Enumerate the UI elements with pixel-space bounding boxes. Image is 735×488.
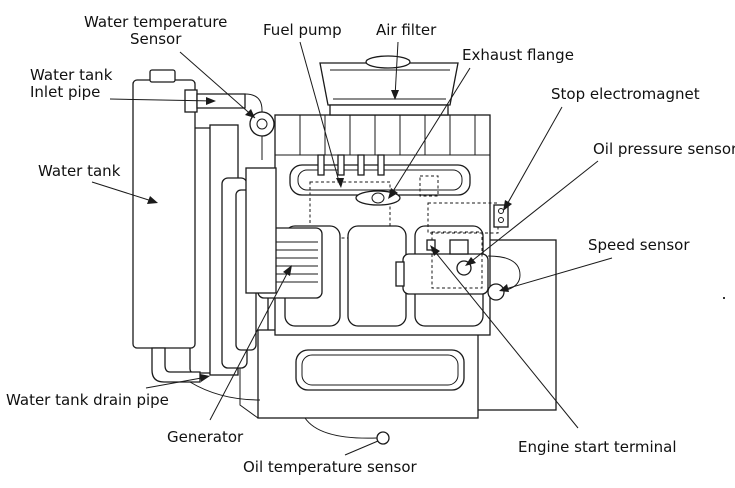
label-water-tank-inlet-pipe: Water tank Inlet pipe xyxy=(30,66,113,102)
air-filter xyxy=(319,62,459,106)
stray-mark xyxy=(723,297,725,299)
label-fuel-pump: Fuel pump xyxy=(263,21,342,39)
label-engine-start-terminal: Engine start terminal xyxy=(518,438,677,456)
label-speed-sensor: Speed sensor xyxy=(588,236,690,254)
label-oil-pressure-sensor: Oil pressure sensor xyxy=(593,140,735,158)
drain-pipe xyxy=(151,347,201,383)
label-generator: Generator xyxy=(167,428,244,446)
oil-pressure-block xyxy=(449,239,469,255)
air-filter-base xyxy=(329,104,449,116)
oil-pan-inner-outer xyxy=(295,349,465,391)
speed-sensor xyxy=(487,283,505,301)
label-water-tank: Water tank xyxy=(38,162,121,180)
leader-lines xyxy=(91,41,613,456)
starter-end xyxy=(395,261,405,287)
small-dashed-box xyxy=(419,175,439,197)
air-filter-cap xyxy=(365,55,411,69)
stop-electromagnet xyxy=(493,204,509,228)
radiator-cap xyxy=(149,69,176,83)
label-stop-electromagnet: Stop electromagnet xyxy=(551,85,700,103)
water-temperature-sensor xyxy=(249,111,275,137)
start-terminal xyxy=(426,239,436,251)
starter-dashed xyxy=(431,231,483,289)
label-water-tank-drain-pipe: Water tank drain pipe xyxy=(6,391,169,409)
inlet-pipe xyxy=(196,93,246,109)
inlet-hose xyxy=(244,93,263,160)
exhaust-flange xyxy=(355,190,401,206)
oil-line xyxy=(304,417,378,439)
oil-temperature-sensor xyxy=(376,431,390,445)
label-air-filter: Air filter xyxy=(376,21,437,39)
injector-lines xyxy=(317,154,385,176)
pulley-hub xyxy=(245,167,277,294)
label-water-temperature-sensor-text: Water temperature Sensor xyxy=(84,13,228,49)
label-water-tank-inlet-pipe-text: Water tank Inlet pipe xyxy=(30,66,113,102)
label-exhaust-flange: Exhaust flange xyxy=(462,46,574,64)
water-tank xyxy=(132,79,196,349)
label-water-temperature-sensor: Water temperature Sensor xyxy=(84,13,228,49)
label-oil-temperature-sensor: Oil temperature sensor xyxy=(243,458,417,476)
oil-pan-inner xyxy=(301,354,459,386)
